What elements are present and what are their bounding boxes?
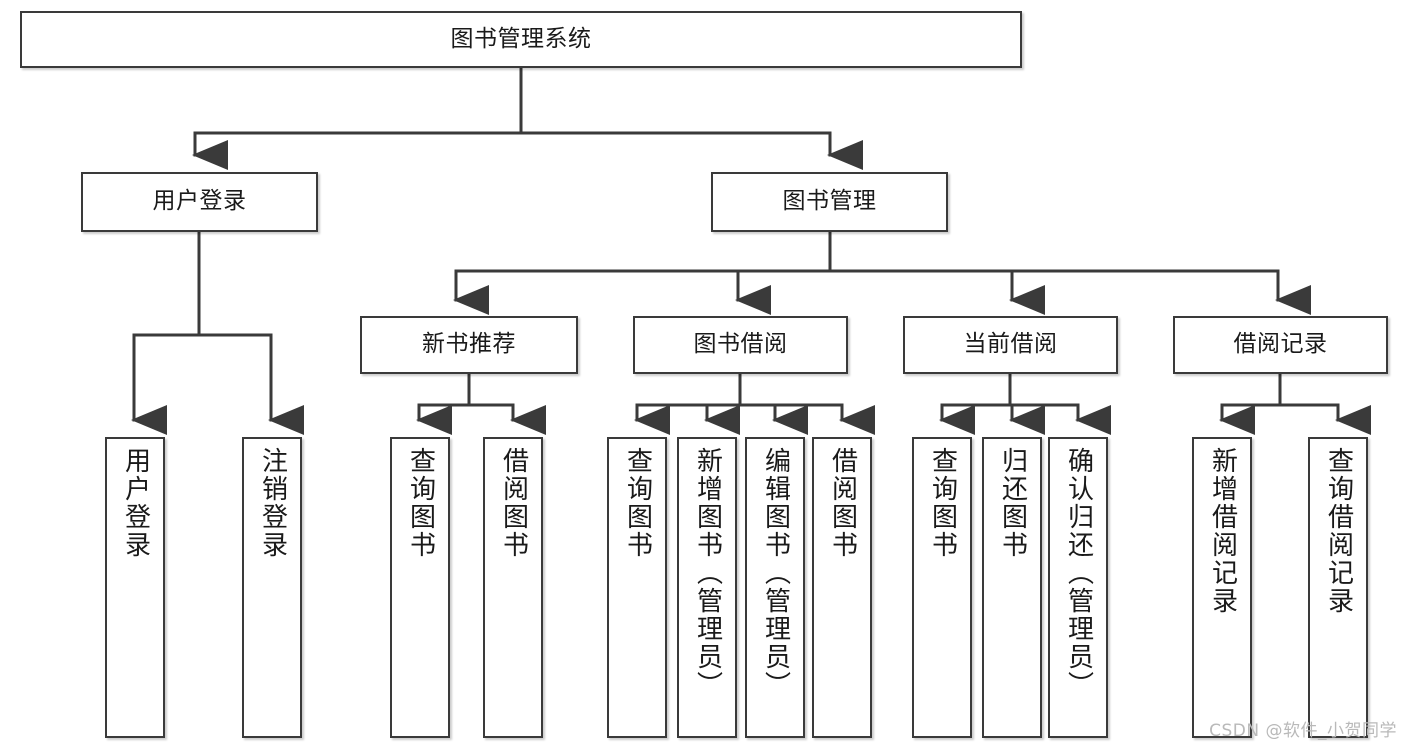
node-book-manage-label: 图书管理	[782, 188, 877, 215]
node-leaf-add-book-label: 新增图书（管理员）	[692, 447, 723, 699]
node-root-label: 图书管理系统	[450, 25, 592, 52]
node-new-book-recommend[interactable]: 新书推荐	[360, 316, 578, 374]
node-user-login[interactable]: 用户登录	[81, 172, 318, 232]
node-leaf-add-book[interactable]: 新增图书（管理员）	[677, 437, 737, 738]
node-leaf-query-record-label: 查询借阅记录	[1323, 447, 1354, 615]
node-leaf-query-book-2-label: 查询图书	[622, 447, 653, 559]
node-leaf-query-book-3-label: 查询图书	[927, 447, 958, 559]
node-leaf-return-book-label: 归还图书	[997, 447, 1028, 559]
node-leaf-borrow-book-2-label: 借阅图书	[827, 447, 858, 559]
watermark: CSDN @软件_小贺同学	[1209, 721, 1397, 741]
node-leaf-add-record[interactable]: 新增借阅记录	[1192, 437, 1252, 738]
node-leaf-logout-label: 注销登录	[257, 447, 288, 559]
node-leaf-query-book-3[interactable]: 查询图书	[912, 437, 972, 738]
node-leaf-query-book-1[interactable]: 查询图书	[390, 437, 450, 738]
node-book-manage[interactable]: 图书管理	[711, 172, 948, 232]
node-leaf-query-book-2[interactable]: 查询图书	[607, 437, 667, 738]
node-leaf-query-record[interactable]: 查询借阅记录	[1308, 437, 1368, 738]
node-leaf-user-login[interactable]: 用户登录	[105, 437, 165, 738]
node-book-borrow[interactable]: 图书借阅	[633, 316, 848, 374]
node-borrow-record-label: 借阅记录	[1233, 331, 1328, 358]
node-leaf-add-record-label: 新增借阅记录	[1207, 447, 1238, 615]
node-root[interactable]: 图书管理系统	[20, 11, 1022, 68]
node-leaf-borrow-book-1-label: 借阅图书	[498, 447, 529, 559]
node-leaf-edit-book[interactable]: 编辑图书（管理员）	[745, 437, 805, 738]
node-current-borrow[interactable]: 当前借阅	[903, 316, 1118, 374]
node-new-book-recommend-label: 新书推荐	[422, 331, 516, 358]
node-leaf-borrow-book-1[interactable]: 借阅图书	[483, 437, 543, 738]
node-leaf-return-book[interactable]: 归还图书	[982, 437, 1042, 738]
node-leaf-edit-book-label: 编辑图书（管理员）	[760, 447, 791, 699]
node-user-login-label: 用户登录	[152, 188, 247, 215]
node-leaf-query-book-1-label: 查询图书	[405, 447, 436, 559]
node-leaf-confirm-return[interactable]: 确认归还（管理员）	[1048, 437, 1108, 738]
node-current-borrow-label: 当前借阅	[963, 331, 1058, 358]
node-leaf-user-login-label: 用户登录	[120, 447, 151, 559]
node-borrow-record[interactable]: 借阅记录	[1173, 316, 1388, 374]
node-leaf-logout[interactable]: 注销登录	[242, 437, 302, 738]
node-book-borrow-label: 图书借阅	[693, 331, 788, 358]
node-leaf-borrow-book-2[interactable]: 借阅图书	[812, 437, 872, 738]
node-leaf-confirm-return-label: 确认归还（管理员）	[1063, 447, 1094, 699]
